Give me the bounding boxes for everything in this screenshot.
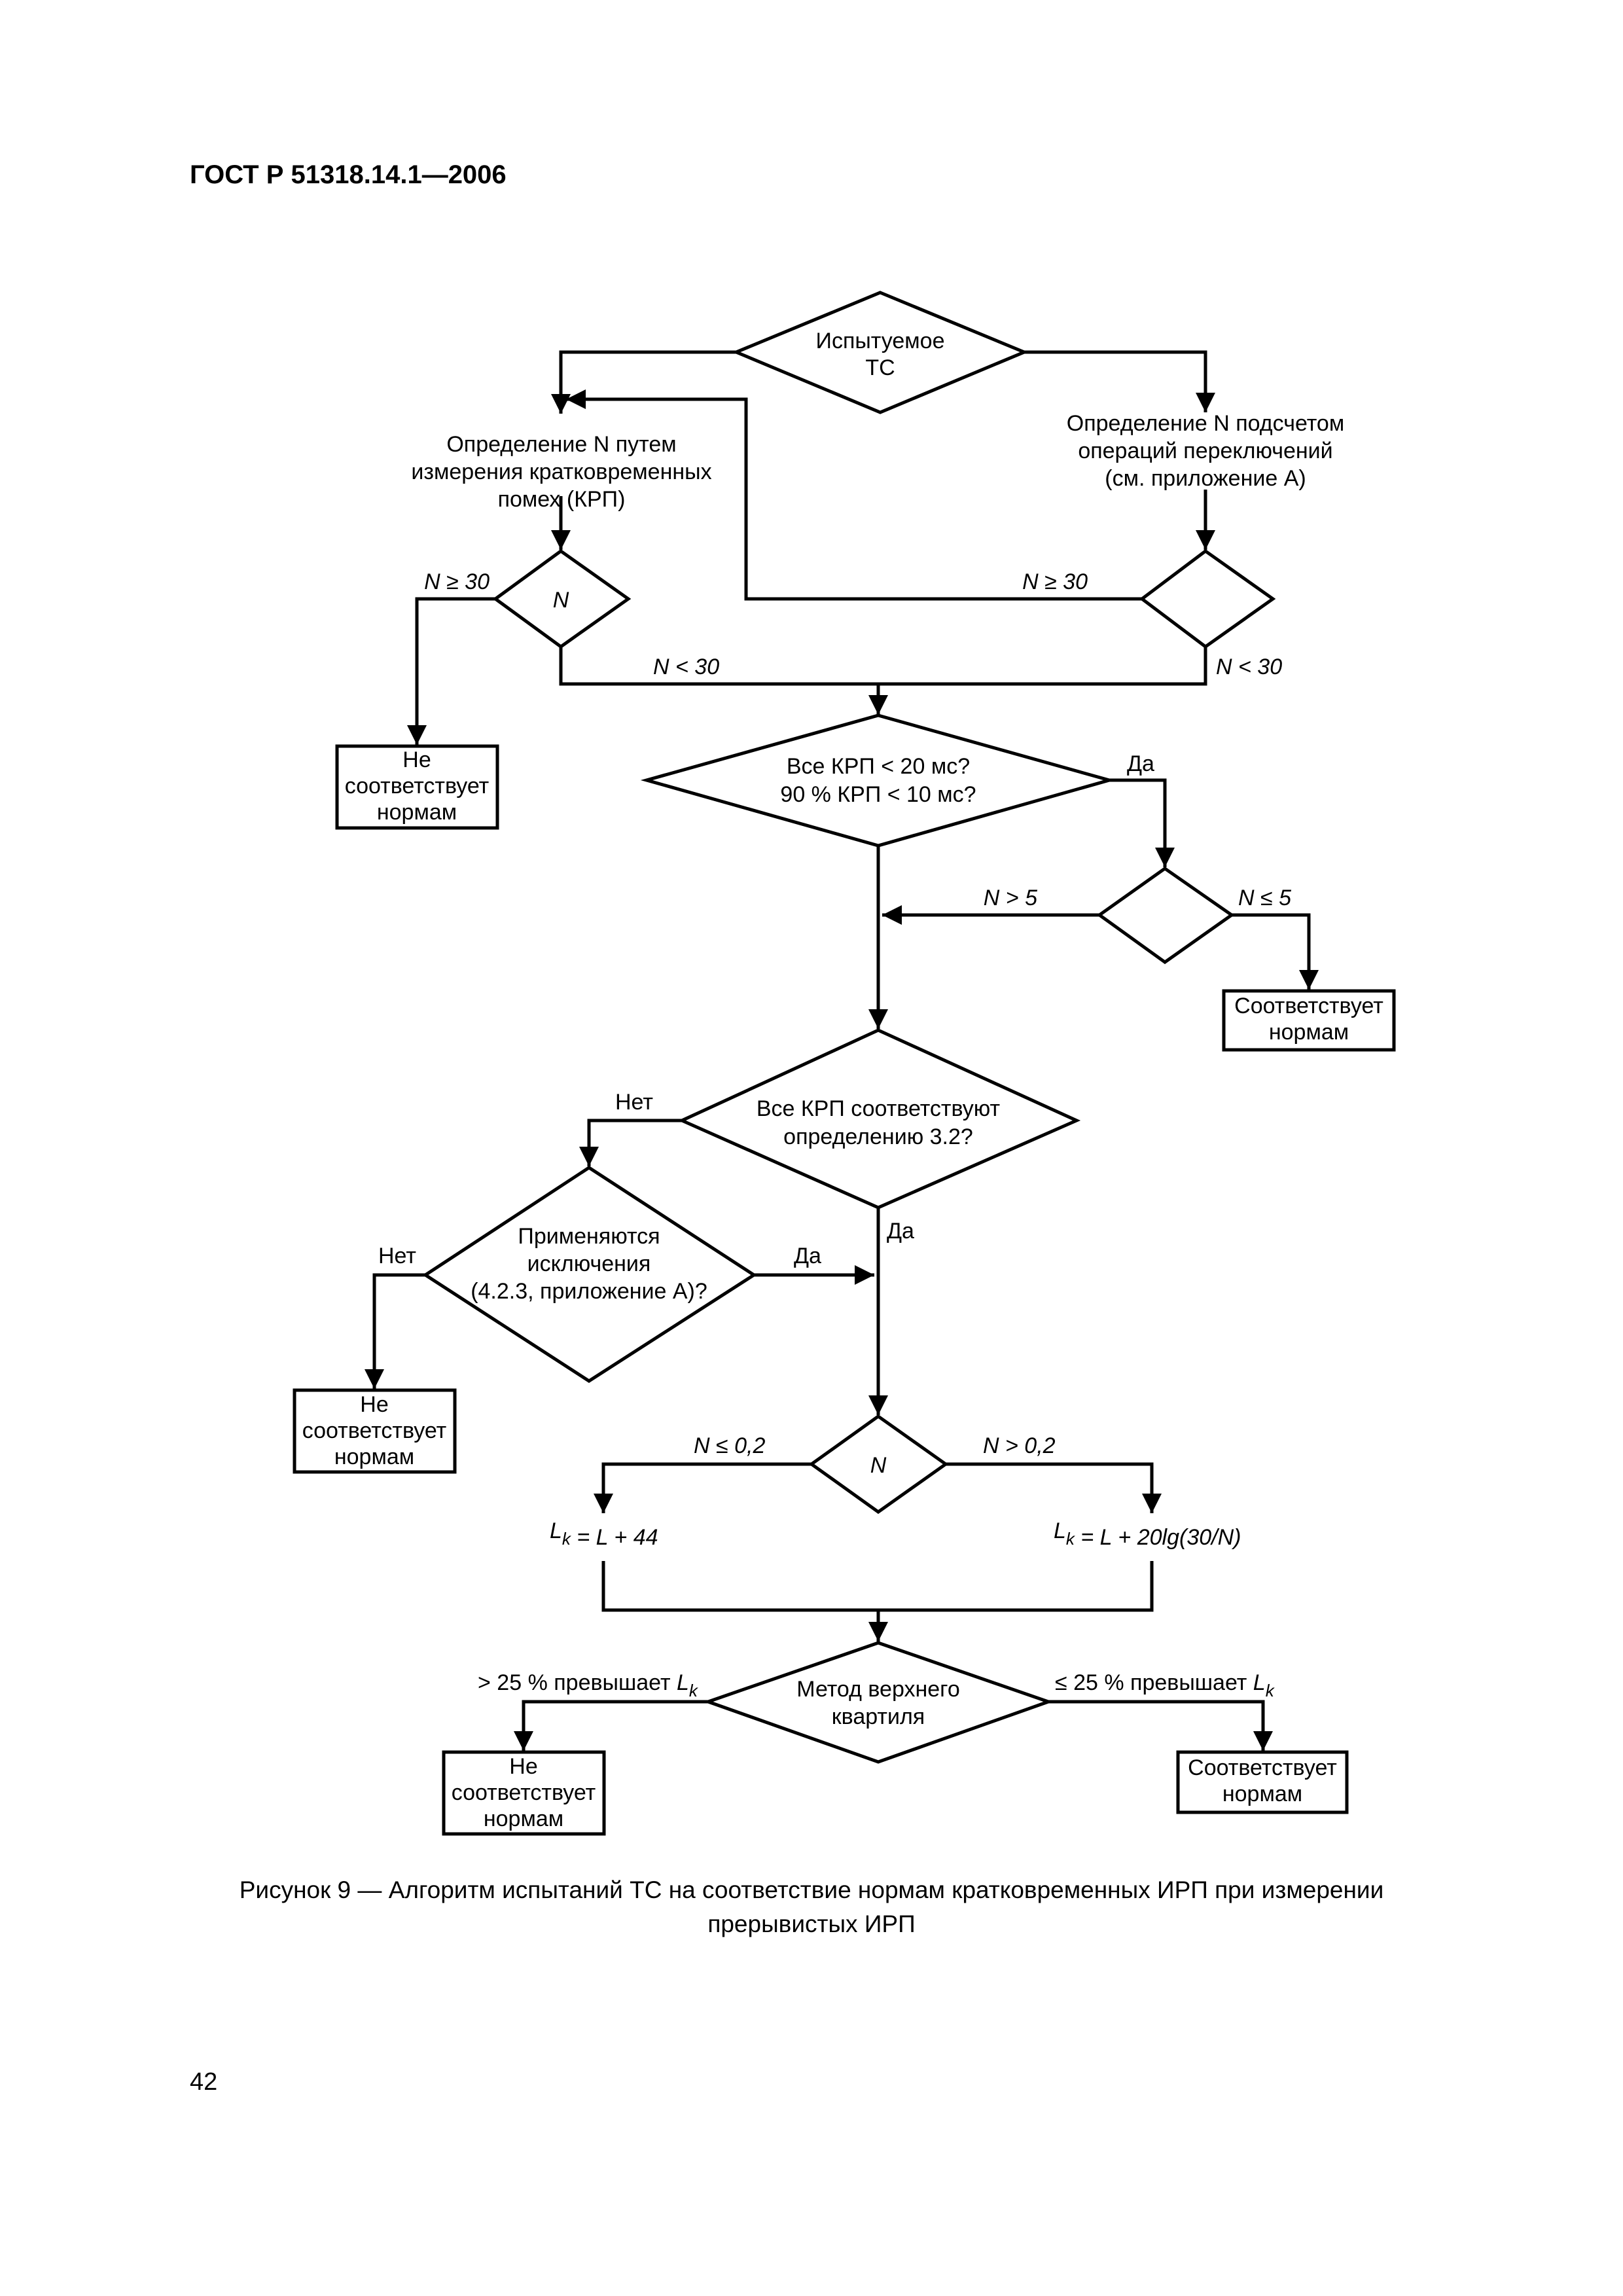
exceptions-line3: (4.2.3, приложение А)? — [471, 1279, 707, 1304]
quartile-line2: квартиля — [832, 1704, 925, 1729]
pass-2-line1: Соответствует — [1188, 1755, 1337, 1780]
decision-krp: Все КРП < 20 мс? 90 % КРП < 10 мс? — [640, 713, 1116, 848]
fail-1-line3: нормам — [377, 800, 457, 825]
label-left-ge30: N ≥ 30 — [424, 569, 490, 594]
decision-definition: Все КРП соответствуют определению 3.2? — [677, 1028, 1081, 1210]
method-left-line3: помех (КРП) — [498, 487, 626, 512]
label-right-ge30: N ≥ 30 — [1022, 569, 1088, 594]
connector-d1-lt30 — [559, 647, 1207, 686]
pass-box-1: Соответствует нормам — [1222, 989, 1396, 1052]
fail-1-line2: соответствует — [345, 774, 490, 798]
decision-n-threshold: N — [808, 1414, 949, 1515]
decision-n5 — [1096, 866, 1235, 965]
label-definition-no: Нет — [615, 1090, 653, 1115]
pass-1-line2: нормам — [1269, 1020, 1349, 1045]
pass-box-2: Соответствует нормам — [1176, 1750, 1349, 1814]
fail-box-1: Не соответствует нормам — [335, 744, 499, 830]
fail-2-line1: Не — [360, 1392, 388, 1417]
label-exceptions-no: Нет — [378, 1244, 416, 1268]
pass-1-line1: Соответствует — [1234, 994, 1383, 1018]
label-definition-yes: Да — [887, 1219, 914, 1244]
label-gt5: N > 5 — [984, 886, 1037, 910]
document-header: ГОСТ Р 51318.14.1—2006 — [190, 160, 507, 189]
start-label-line1: Испытуемое — [816, 329, 945, 353]
method-left-line2: измерения кратковременных — [411, 459, 711, 484]
start-label-line2: ТС — [865, 355, 895, 380]
connector-krp-yes — [1109, 778, 1175, 867]
fail-3-line2: соответствует — [452, 1780, 596, 1805]
decision-n-left: N — [492, 548, 632, 649]
formula-lk-44: Lk = L + 44 — [550, 1518, 658, 1550]
method-left-text: Определение N путем измерения кратковрем… — [411, 432, 711, 512]
connector-lk-merge — [601, 1561, 1154, 1612]
decision-exceptions: Применяются исключения (4.2.3, приложени… — [422, 1166, 757, 1383]
fail-box-3: Не соответствует нормам — [442, 1750, 606, 1836]
label-left-lt30: N < 30 — [653, 655, 719, 679]
exceptions-line1: Применяются — [518, 1224, 660, 1249]
label-gt02: N > 0,2 — [983, 1433, 1056, 1458]
formula-lk-log: Lk = L + 20lg(30/N) — [1054, 1518, 1241, 1550]
decision-n-threshold-label: N — [870, 1453, 887, 1478]
definition-line1: Все КРП соответствуют — [757, 1096, 1000, 1121]
label-le02: N ≤ 0,2 — [694, 1433, 765, 1458]
connector-start-right — [1024, 350, 1215, 412]
fail-2-line3: нормам — [334, 1444, 414, 1469]
connector-d2-ge30-loop — [566, 389, 1142, 601]
definition-line2: определению 3.2? — [783, 1124, 973, 1149]
label-exceptions-yes: Да — [794, 1244, 821, 1268]
flow-connectors — [365, 350, 1319, 1751]
connector-d3-le5 — [1232, 913, 1319, 990]
decision-n-left-label: N — [553, 588, 569, 613]
exceptions-line2: исключения — [527, 1251, 651, 1276]
label-right-lt30: N < 30 — [1216, 655, 1282, 679]
krp-line2: 90 % КРП < 10 мс? — [780, 782, 976, 807]
fail-3-line3: нормам — [484, 1806, 563, 1831]
connector-exc-no — [365, 1273, 425, 1389]
method-right-text: Определение N подсчетом операций переклю… — [1067, 411, 1344, 491]
label-gt25: > 25 % превышает Lk — [478, 1670, 699, 1700]
connector-quartile-pass — [1048, 1700, 1273, 1751]
method-right-line1: Определение N подсчетом — [1067, 411, 1344, 436]
connector-start-left — [551, 350, 736, 414]
method-right-line2: операций переключений — [1078, 439, 1332, 463]
method-left-line1: Определение N путем — [446, 432, 676, 457]
fail-2-line2: соответствует — [302, 1418, 447, 1443]
fail-box-2: Не соответствует нормам — [293, 1388, 457, 1474]
connector-n-le02 — [594, 1462, 812, 1513]
krp-line1: Все КРП < 20 мс? — [787, 754, 970, 779]
label-le5: N ≤ 5 — [1238, 886, 1291, 910]
label-krp-yes: Да — [1127, 751, 1154, 776]
page-number: 42 — [190, 2068, 218, 2096]
connector-n-gt02 — [946, 1462, 1162, 1513]
pass-2-line2: нормам — [1222, 1782, 1302, 1806]
label-le25: ≤ 25 % превышает Lk — [1055, 1670, 1275, 1700]
connector-def-no — [579, 1119, 682, 1166]
fail-3-line1: Не — [509, 1754, 537, 1779]
figure-caption: Рисунок 9 — Алгоритм испытаний ТС на соо… — [239, 1876, 1384, 1937]
method-right-line3: (см. приложение А) — [1105, 466, 1306, 491]
quartile-line1: Метод верхнего — [796, 1677, 960, 1702]
connector-d1-ge30 — [407, 597, 495, 745]
fail-1-line1: Не — [402, 747, 431, 772]
decision-quartile: Метод верхнего квартиля — [703, 1641, 1054, 1764]
decision-count-right — [1139, 548, 1276, 649]
connector-quartile-fail — [514, 1700, 708, 1751]
start-diamond: Испытуемое ТС — [732, 291, 1029, 414]
